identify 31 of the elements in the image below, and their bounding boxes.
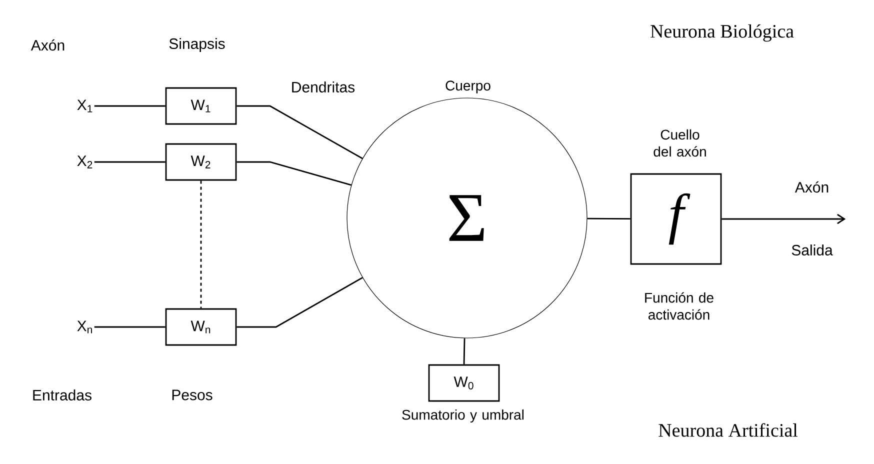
input-label: X$_{n}$ xyxy=(77,320,92,334)
node-caption: Cuerpo xyxy=(446,80,490,94)
label: Pesos xyxy=(172,390,212,400)
activation-box: f xyxy=(630,173,722,265)
weight-box: W$_{2}$ xyxy=(165,143,237,181)
connector-line xyxy=(236,277,363,328)
label: Dendritas xyxy=(292,82,355,92)
connector-line xyxy=(236,161,352,186)
connector-line xyxy=(94,326,166,328)
connector-line xyxy=(236,105,363,160)
node-caption: Función de activación xyxy=(645,292,714,320)
connector-line xyxy=(94,161,166,163)
label: Sinapsis xyxy=(169,38,225,52)
weight-box: W$_{1}$ xyxy=(165,87,237,125)
connector-line xyxy=(587,218,630,220)
label: Axón xyxy=(794,181,828,193)
input-label: X$_{2}$ xyxy=(77,156,92,168)
input-label: X$_{1}$ xyxy=(77,100,92,112)
node-caption: Sumatorio y umbral xyxy=(402,409,524,423)
label: Entradas xyxy=(33,390,92,400)
dashed-line xyxy=(200,180,202,308)
heading: Neurona Artificial xyxy=(658,423,798,437)
node-caption: Cuello del axón xyxy=(654,129,706,157)
weight-box: W$_{0}$ xyxy=(428,364,500,402)
label: Axón xyxy=(30,39,64,51)
connector-line xyxy=(463,338,466,364)
arrow xyxy=(722,214,846,224)
label: Salida xyxy=(792,244,833,256)
weight-box: W$_{n}$ xyxy=(165,308,237,346)
heading: Neurona Biológica xyxy=(650,24,794,42)
connector-line xyxy=(94,105,166,107)
